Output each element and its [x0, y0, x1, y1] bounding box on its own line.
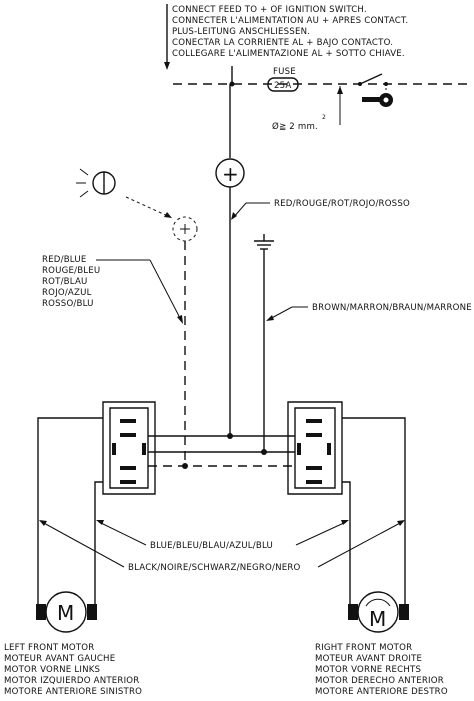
feed-junction: [229, 81, 235, 87]
header-line-2: CONNECTER L'ALIMENTATION AU + APRES CONT…: [172, 16, 408, 26]
blue-leader-left: [98, 521, 147, 546]
right-outer-wire: [342, 417, 406, 608]
right-motor-line-4: MOTOR DERECHO ANTERIOR: [315, 676, 444, 686]
right-motor-line-5: MOTORE ANTERIORE DESTRO: [315, 687, 448, 697]
left-motor-symbol: M: [57, 601, 74, 625]
right-motor-line-2: MOTEUR AVANT DROITE: [315, 654, 422, 664]
right-inner-wire: [342, 481, 351, 608]
black-leader-left: [41, 521, 125, 568]
black-arrow-right: [397, 520, 405, 526]
left-motor-line-2: MOTEUR AVANT GAUCHE: [4, 654, 115, 664]
header-line-3: PLUS-LEITUNG ANSCHLIESSEN.: [172, 27, 310, 37]
left-motor-line-3: MOTOR VORNE LINKS: [4, 665, 100, 675]
red-blue-junction: [182, 463, 188, 469]
header-line-1: CONNECT FEED TO + OF IGNITION SWITCH.: [172, 5, 367, 15]
left-motor-line-1: LEFT FRONT MOTOR: [4, 643, 94, 653]
brown-arrow: [266, 315, 274, 321]
black-leader-right: [317, 521, 403, 568]
right-motor: M: [348, 591, 409, 633]
blue-arrow-right: [341, 520, 349, 525]
blue-arrow-left: [96, 520, 104, 525]
header-leader-arrow: [164, 62, 170, 70]
red-blue-line-1: RED/BLUE: [42, 255, 87, 265]
red-blue-line-2: ROUGE/BLEU: [42, 266, 100, 276]
right-motor-line-3: MOTOR VORNE RECHTS: [315, 665, 421, 675]
lamp-leader-arrow: [164, 212, 172, 218]
black-wire-label: BLACK/NOIRE/SCHWARZ/NEGRO/NERO: [128, 563, 301, 573]
right-connector: [287, 401, 343, 495]
left-motor-line-4: MOTOR IZQUIERDO ANTERIOR: [4, 676, 139, 686]
red-wire-label: RED/ROUGE/ROT/ROJO/ROSSO: [274, 199, 410, 209]
header-line-5: COLLEGARE L'ALIMENTAZIONE AL + SOTTO CHI…: [172, 49, 405, 59]
fuse-label: FUSE: [273, 67, 296, 77]
right-motor-line-1: RIGHT FRONT MOTOR: [315, 643, 412, 653]
blue-leader-right: [295, 521, 347, 546]
ignition-key-icon: [362, 86, 393, 107]
ground-icon: [254, 234, 274, 250]
right-motor-label: RIGHT FRONT MOTOR MOTEUR AVANT DROITE MO…: [315, 643, 448, 697]
left-motor-line-5: MOTORE ANTERIORE SINISTRO: [4, 687, 142, 697]
wire-size-exp: 2: [322, 114, 326, 121]
switch-icon: [358, 73, 388, 86]
red-blue-line-5: ROSSO/BLU: [42, 299, 94, 309]
red-blue-arrow: [177, 315, 183, 324]
red-label-arrow: [231, 212, 237, 220]
left-motor: M: [36, 591, 97, 633]
wire-size-arrow: [337, 86, 343, 94]
right-motor-symbol: M: [369, 607, 386, 631]
header-instructions: CONNECT FEED TO + OF IGNITION SWITCH. CO…: [172, 5, 408, 59]
red-blue-label: RED/BLUE ROUGE/BLEU ROT/BLAU ROJO/AZUL R…: [42, 255, 100, 309]
red-blue-line-4: ROJO/AZUL: [42, 288, 92, 298]
indicator-lamp-icon: [76, 168, 116, 198]
left-inner-wire: [94, 481, 103, 608]
plus-terminal-symbol: +: [222, 162, 239, 186]
left-motor-label: LEFT FRONT MOTOR MOTEUR AVANT GAUCHE MOT…: [4, 643, 142, 697]
red-blue-line-3: ROT/BLAU: [42, 277, 88, 287]
fuse-rating: 25A: [274, 81, 291, 91]
fuse-body: [267, 77, 299, 92]
lamp-dotted-leader: [125, 196, 171, 218]
left-connector: [102, 401, 156, 495]
blue-wire-label: BLUE/BLEU/BLAU/AZUL/BLU: [150, 541, 273, 551]
brown-junction: [261, 449, 267, 455]
left-outer-wire: [37, 417, 103, 608]
brown-wire-label: BROWN/MARRON/BRAUN/MARRONE: [312, 303, 472, 313]
red-junction: [227, 433, 233, 439]
red-blue-leader: [149, 259, 182, 321]
black-arrow-left: [39, 520, 47, 526]
header-line-4: CONECTAR LA CORRIENTE AL + BAJO CONTACTO…: [172, 38, 393, 48]
wire-size-label: Ø≧ 2 mm.: [272, 121, 318, 132]
